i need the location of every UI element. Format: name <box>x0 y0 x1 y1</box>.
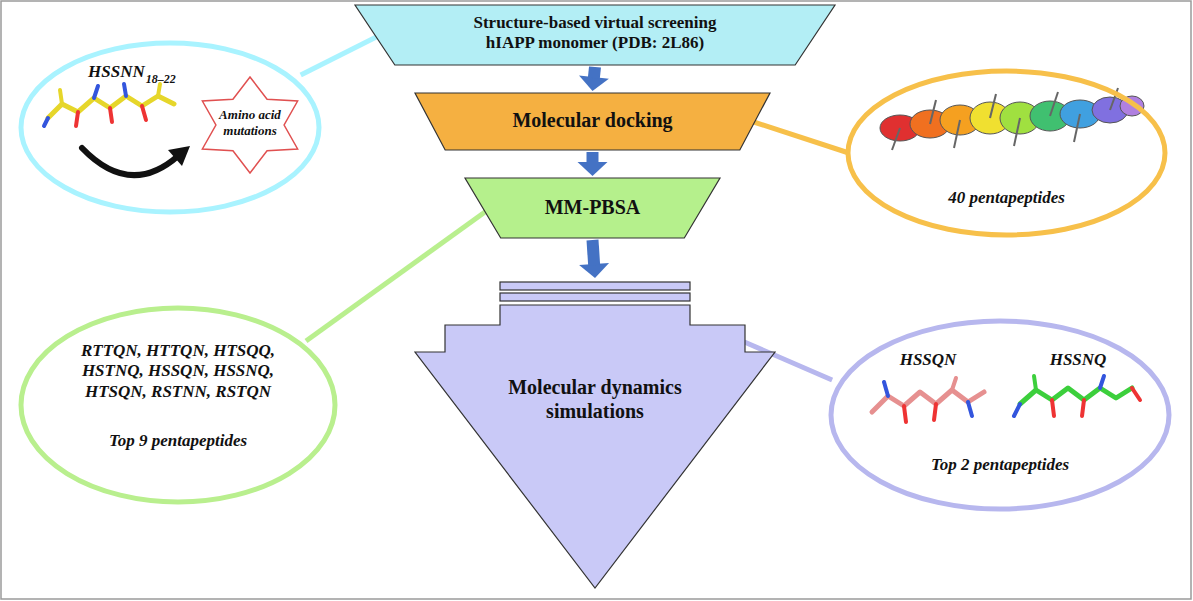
callout-ellipse-outline <box>845 68 1168 238</box>
illustration-stroke <box>1132 388 1140 400</box>
illustration-stroke <box>82 148 178 175</box>
funnel-outline <box>415 305 775 588</box>
illustration-stroke <box>124 84 126 96</box>
callout-ellipse: HSSQN HSSNQ Top 2 pentapeptides <box>828 318 1172 512</box>
node-text: 40 pentapeptides <box>845 188 1168 208</box>
node-text: Amino acid mutations <box>215 107 285 138</box>
flow-arrow <box>579 67 609 91</box>
bar <box>500 293 690 301</box>
connector-line <box>752 122 849 154</box>
node-text: HSSNN <box>88 62 145 82</box>
illustration-stroke <box>44 118 48 126</box>
callout-ellipse: RTTQN, HTTQN, HTSQQ, HSTNQ, HSSQN, HSSNQ… <box>18 305 338 505</box>
illustration-stroke <box>968 402 972 416</box>
funnel-arrow: Molecular dynamics simulations <box>415 280 775 590</box>
peptide-sticks-green <box>1014 376 1140 416</box>
illustration-stroke <box>884 382 888 396</box>
leader-line <box>752 122 849 154</box>
arrow-head <box>579 263 609 278</box>
illustration-stroke <box>60 90 62 104</box>
node-text: HSSNQ <box>1033 350 1123 370</box>
illustration-stroke <box>954 120 960 148</box>
illustration-stroke <box>904 406 906 422</box>
ellipse-outline <box>21 43 319 212</box>
illustration-stroke <box>990 94 996 118</box>
illustration-stroke <box>1034 376 1036 390</box>
trapezoid-outline <box>415 93 770 150</box>
illustration-stroke <box>934 404 936 420</box>
process-trapezoid: Molecular docking <box>415 93 770 150</box>
illustration-stroke <box>1082 400 1084 416</box>
connector-line <box>587 152 599 163</box>
funnel-arrow-outline <box>415 280 775 590</box>
node-text: Structure-based virtual screening hIAPP … <box>450 13 740 54</box>
illustration-stroke <box>1074 114 1080 142</box>
ellipse-outline <box>848 71 1165 235</box>
illustration-stroke <box>94 86 98 98</box>
flow-arrow <box>578 152 608 176</box>
connector-line <box>594 67 595 78</box>
helix-ribbon <box>880 96 1144 141</box>
illustration-stroke <box>76 112 78 126</box>
leader-line <box>306 208 491 341</box>
trapezoid-outline <box>465 178 720 238</box>
illustration-stroke <box>892 128 900 150</box>
callout-ellipse: 40 pentapeptides <box>845 68 1168 238</box>
connector-line <box>306 208 491 341</box>
mutation-star: Amino acid mutations <box>195 77 305 173</box>
node-text: Molecular docking <box>415 108 770 132</box>
node-text: RTTQN, HTTQN, HTSQQ, HSTNQ, HSSQN, HSSNQ… <box>63 341 293 402</box>
node-text: 18–22 <box>146 72 176 86</box>
peptide-sticks-yellow <box>44 84 174 126</box>
ellipse-outline <box>21 308 335 502</box>
arrow-head <box>578 162 608 176</box>
node-text: Top 2 pentapeptides <box>828 455 1172 475</box>
ellipse-outline <box>831 321 1169 509</box>
illustration-stroke <box>1050 92 1058 116</box>
peptide-sticks-pink <box>872 378 984 422</box>
star-outline <box>202 77 297 173</box>
side-chain-sticks <box>892 88 1118 150</box>
curved-arrow <box>82 146 190 175</box>
illustration-stroke <box>952 378 956 390</box>
callout-ellipse: HSSNN18–22Amino acid mutations <box>18 40 322 215</box>
illustration-stroke <box>168 146 190 166</box>
process-trapezoid: MM-PBSA <box>465 178 720 238</box>
illustration-stroke <box>1052 400 1054 416</box>
bar <box>500 282 690 290</box>
callout-ellipse-outline <box>828 318 1172 512</box>
illustration-stroke <box>930 100 936 124</box>
callout-ellipse-outline <box>18 305 338 505</box>
flow-arrow <box>579 240 609 278</box>
trapezoid-outline <box>355 5 835 65</box>
process-trapezoid: Structure-based virtual screening hIAPP … <box>355 5 835 65</box>
connector-line <box>593 240 595 265</box>
illustration-stroke <box>142 106 146 120</box>
node-text: Molecular dynamics simulations <box>495 375 695 423</box>
node-text: MM-PBSA <box>465 195 720 219</box>
illustration-stroke <box>110 108 112 122</box>
node-text: HSSQN <box>883 350 973 370</box>
illustration-stroke <box>1014 404 1020 416</box>
illustration-stroke <box>1014 118 1020 146</box>
connector-line <box>301 32 386 75</box>
node-text: Top 9 pentapeptides <box>63 431 293 451</box>
illustration-stroke <box>1100 376 1104 388</box>
leader-line <box>301 32 386 75</box>
